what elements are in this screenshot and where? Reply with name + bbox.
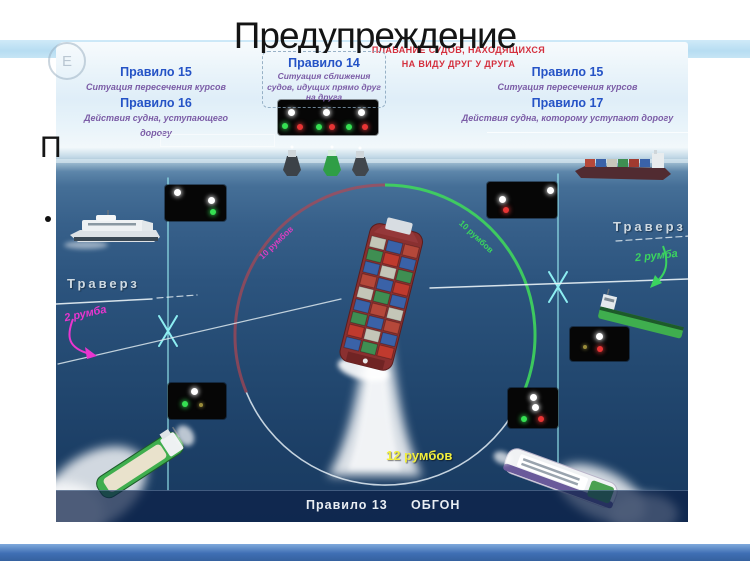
rule-14-desc: Ситуация сближения судов, идущих прямо д…: [267, 71, 381, 102]
red-light: [503, 207, 509, 213]
container-row: [585, 159, 650, 167]
rules-block-center: Правило 14 Ситуация сближения судов, иду…: [262, 51, 386, 108]
left-outline-box: [160, 134, 275, 147]
red-light: [362, 124, 368, 130]
white-light: [547, 187, 554, 194]
green-light: [346, 124, 352, 130]
logo-watermark: Е: [48, 42, 86, 80]
yellow-light: [199, 403, 203, 407]
ship-head-on-left: [283, 145, 301, 176]
rule-16: Правило 16: [120, 96, 192, 110]
white-light: [596, 333, 603, 340]
container-stack: [343, 235, 420, 360]
colreg-diagram-image: ПЛАВАНИЕ СУДОВ, НАХОДЯЩИХСЯ НА ВИДУ ДРУГ…: [56, 42, 688, 522]
twelve-rumbov-label: 12 румбов: [386, 448, 453, 463]
white-light: [499, 196, 506, 203]
ship-own-center: [337, 217, 424, 382]
right-range-arrows: [548, 271, 568, 303]
red-light: [329, 124, 335, 130]
two-point-arrows: [68, 245, 668, 359]
lights-starboard-crossing-panel: [487, 182, 557, 218]
rules-block-left: Правило 15 Ситуация пересечения курсов П…: [71, 64, 241, 141]
traverse-label-right: Траверз: [613, 219, 686, 234]
overtaking-label: ОБГОН: [411, 498, 461, 512]
rule-15-left: Правило 15: [120, 65, 192, 79]
bullet-point: [45, 216, 51, 222]
lights-stern-left-panel: [168, 383, 226, 419]
traverse-lines: [56, 173, 688, 491]
diagram-header-line1: ПЛАВАНИЕ СУДОВ, НАХОДЯЩИХСЯ: [371, 45, 546, 55]
rule-17: Правило 17: [531, 96, 604, 110]
ferry-wake: [64, 241, 108, 249]
stern-sector-arc: [245, 392, 525, 486]
white-light: [191, 388, 198, 395]
white-light: [530, 394, 537, 401]
ships-head-on-group: [283, 145, 369, 176]
white-light: [358, 109, 365, 116]
white-light: [174, 189, 181, 196]
rule-15-right: Правило 15: [531, 65, 604, 79]
green-light: [210, 209, 216, 215]
ship-head-on-right: [352, 146, 369, 176]
lights-port-crossing-panel: [165, 185, 226, 221]
rule-15-left-desc: Ситуация пересечения курсов: [86, 82, 226, 92]
ship-coaster-right: [598, 288, 684, 339]
title-area: Предупреждение: [0, 16, 750, 53]
bearing-circle: [233, 183, 537, 486]
red-light: [538, 416, 544, 422]
red-light: [597, 346, 603, 352]
rule-16-desc: Действия судна, уступающего дорогу: [84, 113, 228, 138]
left-range-arrows: [158, 315, 178, 347]
rules-block-right: Правило 15 Ситуация пересечения курсов П…: [445, 64, 688, 126]
green-light: [182, 401, 188, 407]
white-light: [323, 109, 330, 116]
ship-head-on-center: [323, 145, 341, 176]
bottom-caption-bar: [56, 490, 688, 522]
white-light: [532, 404, 539, 411]
white-light: [208, 197, 215, 204]
diagram-header-line2: НА ВИДУ ДРУГ У ДРУГА: [401, 59, 516, 70]
right-block-underline: [487, 132, 688, 133]
body-text-fragment: П: [40, 131, 62, 164]
lights-stern-right-panel: [570, 327, 629, 361]
rule-17-desc: Действия судна, которому уступают дорогу: [461, 113, 674, 123]
red-light: [297, 124, 303, 130]
rule-14: Правило 14: [288, 56, 360, 70]
rule-13-label: Правило 13: [306, 498, 388, 512]
template-bottom-band: [0, 544, 750, 561]
horizon-line: [56, 159, 688, 163]
green-light: [316, 124, 322, 130]
lights-overtaken-panel: [508, 388, 558, 428]
yellow-light: [583, 345, 587, 349]
starboard-sector-arc: [384, 183, 537, 393]
traverse-label-left: Траверз: [67, 276, 140, 291]
light-panels-layer: [56, 42, 688, 522]
ship-ferry-left: [70, 210, 160, 242]
green-light: [282, 123, 288, 129]
lights-head-on-panel: [278, 100, 378, 135]
ship-container-right: [575, 150, 671, 180]
green-light: [521, 416, 527, 422]
white-light: [288, 109, 295, 116]
page-title: Предупреждение: [233, 16, 517, 53]
rule-15-right-desc: Ситуация пересечения курсов: [497, 82, 638, 92]
magenta-arrow: [68, 318, 91, 355]
port-sector-arc: [233, 183, 386, 393]
diagram-header: ПЛАВАНИЕ СУДОВ, НАХОДЯЩИХСЯ НА ВИДУ ДРУГ…: [356, 43, 561, 72]
